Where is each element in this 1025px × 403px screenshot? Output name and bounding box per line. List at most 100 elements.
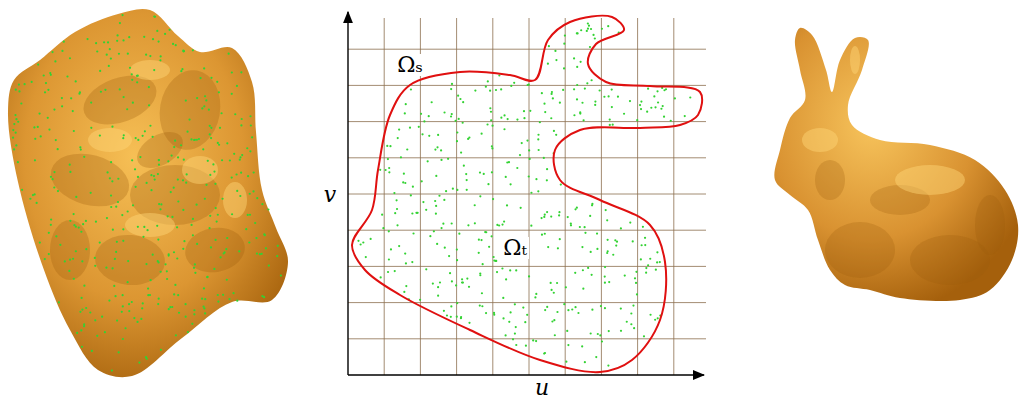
grid-line <box>348 302 706 303</box>
sample-dot <box>403 173 405 175</box>
sample-dot <box>186 173 188 175</box>
sample-dot <box>131 79 133 81</box>
sample-dot <box>468 322 470 324</box>
sample-dot <box>111 126 113 128</box>
sample-dot <box>592 34 594 36</box>
sample-dot <box>68 270 70 272</box>
sample-dot <box>434 148 436 150</box>
sample-dot <box>420 113 422 115</box>
sample-dot <box>203 287 205 289</box>
sample-dot <box>137 75 139 77</box>
sample-dot <box>13 123 15 125</box>
sample-dot <box>457 95 459 97</box>
sample-dot <box>501 223 503 225</box>
sample-dot <box>448 255 450 257</box>
sample-dot <box>557 247 559 249</box>
sample-dot <box>550 93 552 95</box>
sample-dot <box>58 301 60 303</box>
sample-dot <box>553 130 555 132</box>
sample-dot <box>467 224 469 226</box>
sample-dot <box>591 309 593 311</box>
sample-dot <box>143 226 145 228</box>
sample-dot <box>462 101 464 103</box>
sample-dot <box>207 160 209 162</box>
sample-dot <box>182 50 184 52</box>
sample-dot <box>466 189 468 191</box>
grid-line <box>673 18 674 375</box>
sample-dot <box>94 257 96 259</box>
grid-line <box>601 18 602 375</box>
sample-dot <box>190 138 192 140</box>
sample-dot <box>633 327 635 329</box>
sample-dot <box>69 57 71 59</box>
sample-dot <box>684 115 686 117</box>
sample-dot <box>185 182 187 184</box>
sample-dot <box>173 187 175 189</box>
sample-dot <box>438 195 440 197</box>
sample-dot <box>491 235 493 237</box>
sample-dot <box>550 117 552 119</box>
sample-dot <box>604 282 606 284</box>
sample-dot <box>50 224 52 226</box>
sample-dot <box>546 306 548 308</box>
sample-dot <box>249 193 251 195</box>
sample-dot <box>263 233 265 235</box>
sample-dot <box>543 216 545 218</box>
sample-dot <box>550 289 552 291</box>
sample-dot <box>567 309 569 311</box>
sample-dot <box>33 126 35 128</box>
sample-dot <box>231 71 233 73</box>
sample-dot <box>439 281 441 283</box>
sample-dot <box>653 95 655 97</box>
sample-dot <box>577 312 579 314</box>
sample-dot <box>261 203 263 205</box>
sample-dot <box>554 334 556 336</box>
sample-dot <box>431 101 433 103</box>
sample-dot <box>403 291 405 293</box>
sample-dot <box>365 256 367 258</box>
sample-dot <box>55 139 57 141</box>
sample-dot <box>145 263 147 265</box>
sample-dot <box>587 28 589 30</box>
sample-dot <box>256 197 258 199</box>
sample-dot <box>486 123 488 125</box>
sample-dot <box>236 300 238 302</box>
sample-dot <box>442 223 444 225</box>
sample-dot <box>157 239 159 241</box>
sample-dot <box>183 50 185 52</box>
grid-line <box>348 266 706 267</box>
sample-dot <box>73 224 75 226</box>
sample-dot <box>94 265 96 267</box>
sample-dot <box>583 119 585 121</box>
surface-shading <box>825 222 895 278</box>
sample-dot <box>111 369 113 371</box>
sample-dot <box>635 271 637 273</box>
sample-dot <box>386 145 388 147</box>
sample-dot <box>36 202 38 204</box>
sample-dot <box>116 40 118 42</box>
sample-dot <box>478 252 480 254</box>
sample-dot <box>131 301 133 303</box>
sample-dot <box>608 281 610 283</box>
sample-dot <box>440 149 442 151</box>
sample-dot <box>167 160 169 162</box>
sample-dot <box>451 222 453 224</box>
sample-dot <box>503 220 505 222</box>
sample-dot <box>112 229 114 231</box>
sample-dot <box>522 307 524 309</box>
sample-dot <box>660 108 662 110</box>
sample-dot <box>514 303 516 305</box>
sample-dot <box>528 175 530 177</box>
sample-dot <box>140 318 142 320</box>
sample-dot <box>559 238 561 240</box>
sample-dot <box>175 44 177 46</box>
sample-dot <box>90 101 92 103</box>
sample-dot <box>154 16 156 18</box>
sample-dot <box>516 167 518 169</box>
sample-dot <box>558 214 560 216</box>
sample-dot <box>156 225 158 227</box>
sample-dot <box>567 216 569 218</box>
sample-dot <box>233 153 235 155</box>
sample-dot <box>52 178 54 180</box>
sample-dot <box>276 255 278 257</box>
